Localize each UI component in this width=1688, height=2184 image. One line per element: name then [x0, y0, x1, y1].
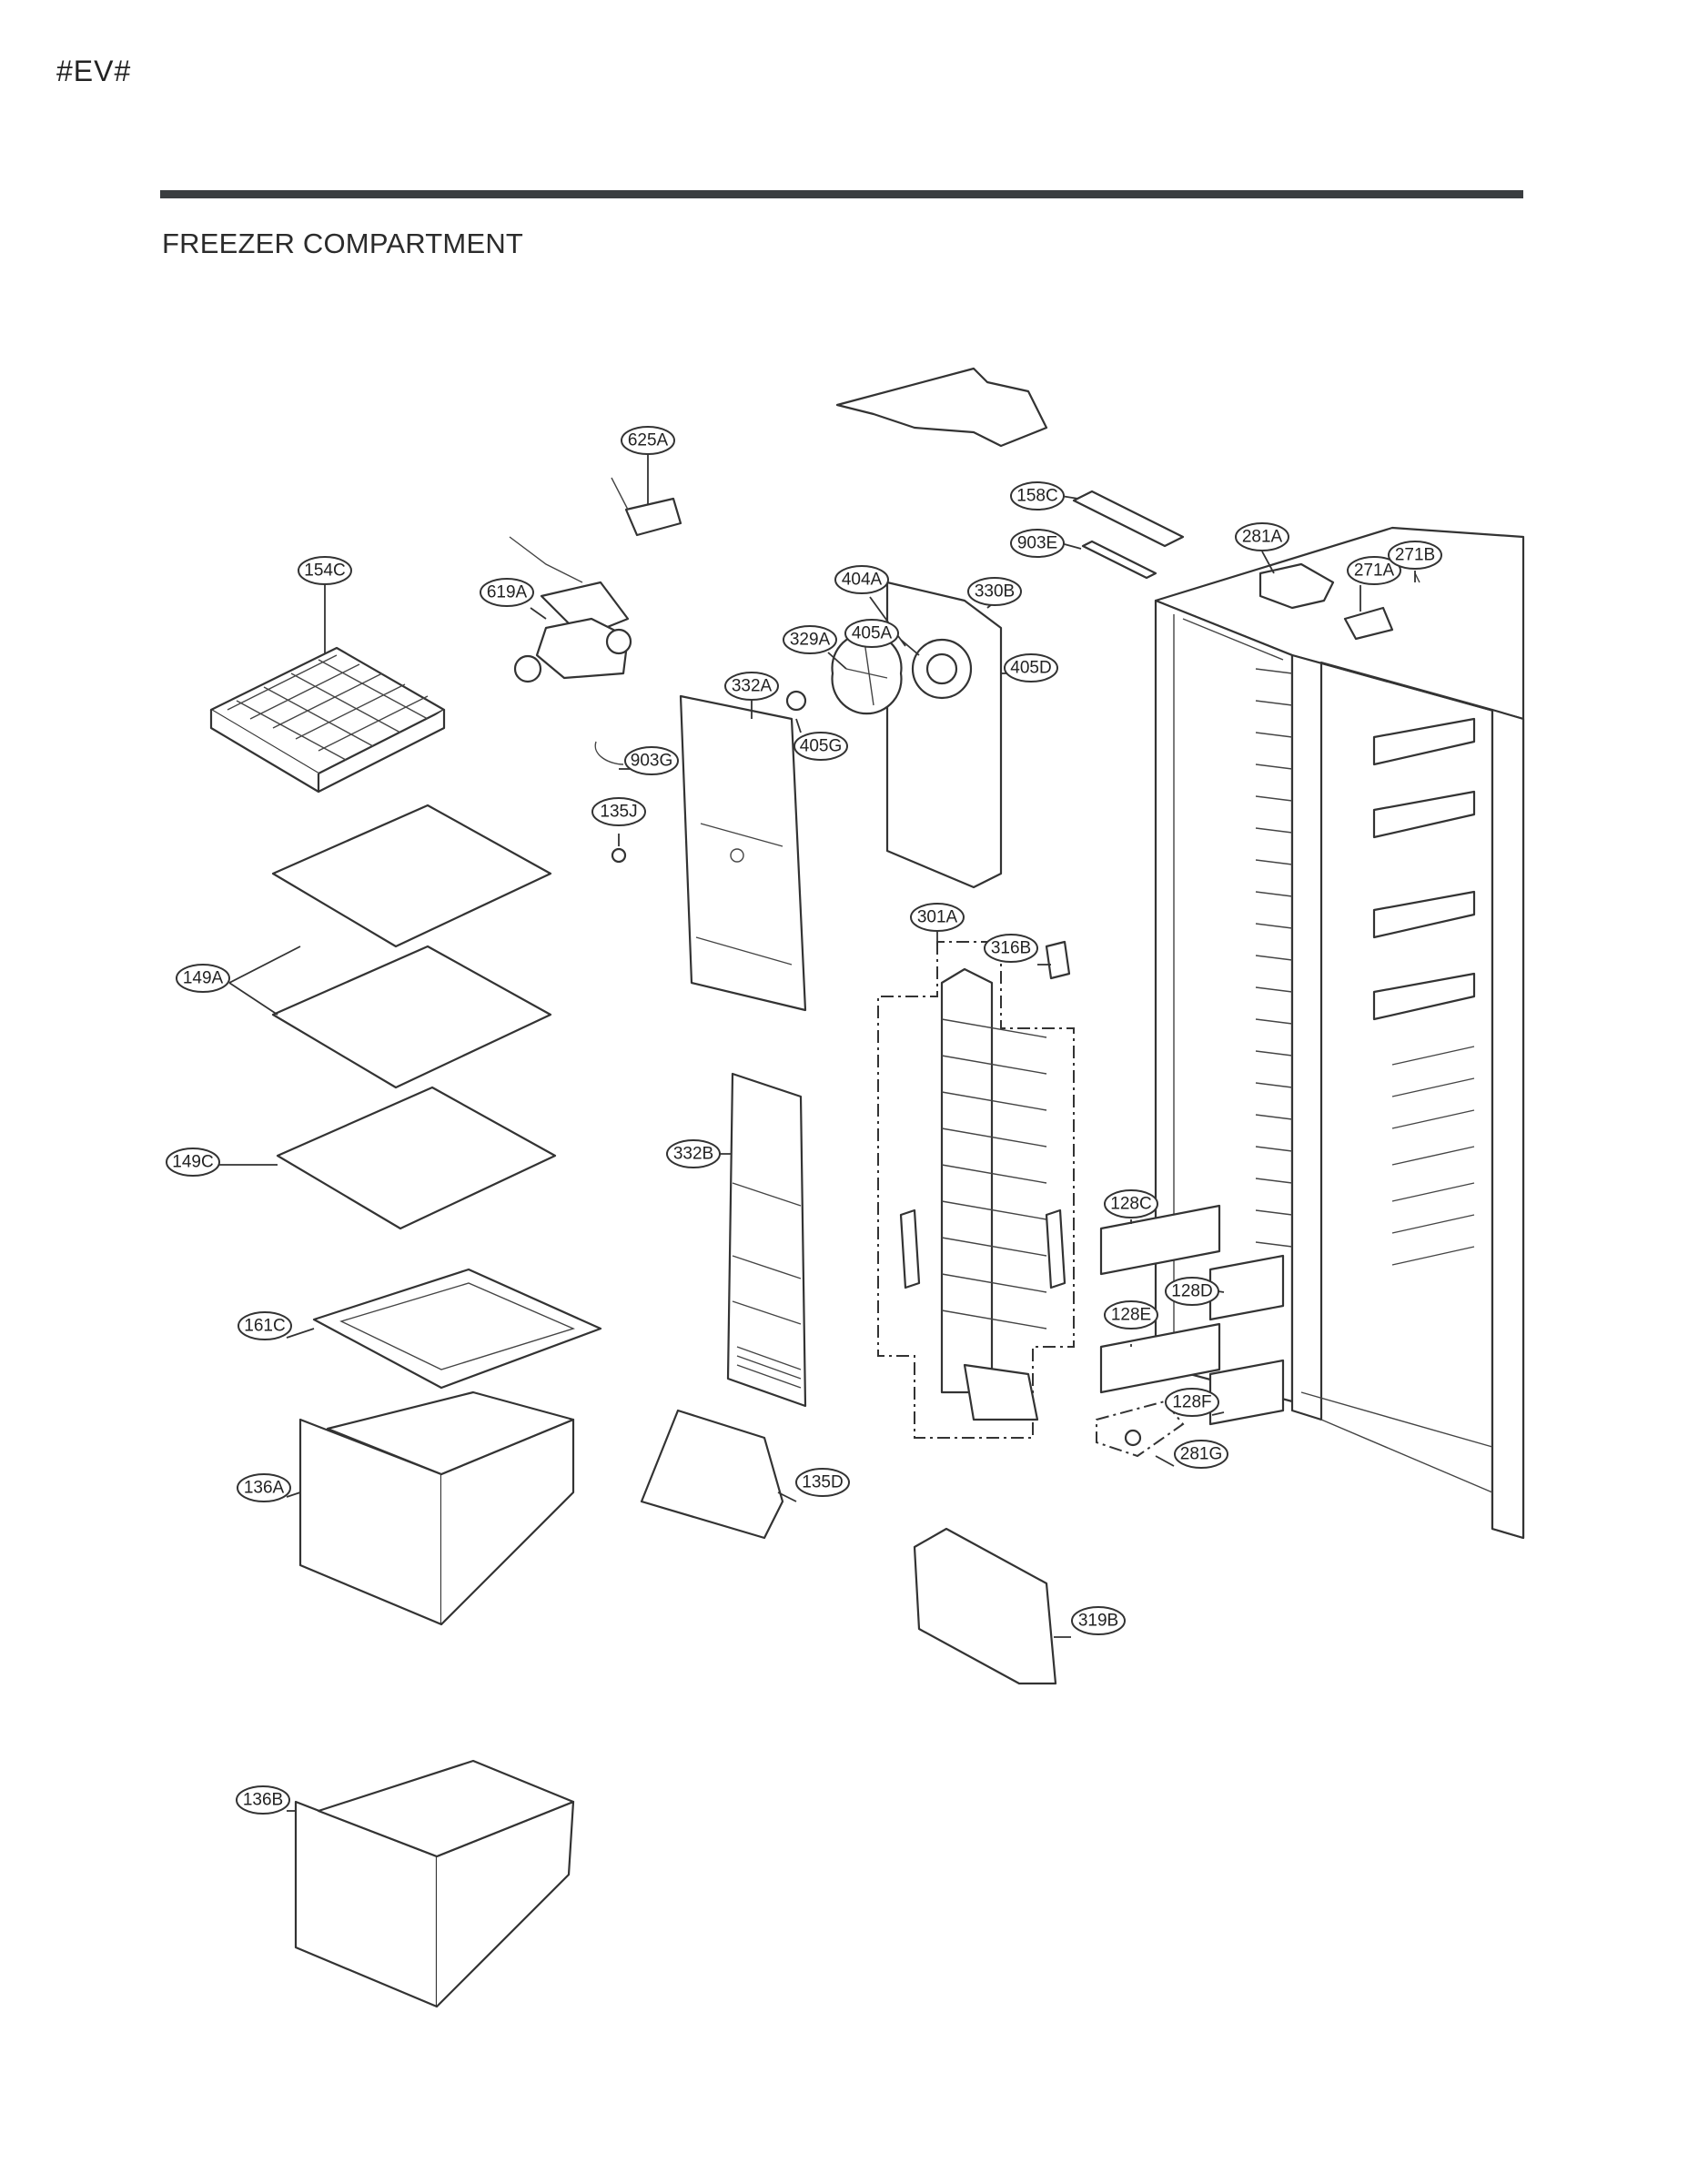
callout-label: 903G	[631, 752, 672, 771]
callout-label: 330B	[975, 582, 1015, 602]
callout-label: 128D	[1171, 1282, 1212, 1301]
callout-label: 149A	[183, 969, 224, 988]
part-callout-404a: 404A	[834, 565, 889, 594]
part-callout-149a: 149A	[176, 964, 230, 993]
evaporator	[877, 940, 1075, 1439]
sensor-module	[624, 497, 682, 537]
damper-bar	[1072, 490, 1185, 548]
callout-label: 271A	[1354, 561, 1395, 581]
small-cap	[611, 847, 627, 864]
part-callout-128c: 128C	[1104, 1189, 1158, 1218]
section-title: FREEZER COMPARTMENT	[162, 228, 524, 259]
leader-lines	[218, 453, 1416, 1812]
top-duct-cover	[835, 367, 1048, 448]
part-callout-405g: 405G	[793, 732, 848, 761]
callout-label: 903E	[1017, 534, 1057, 553]
part-callout-319b: 319B	[1071, 1606, 1126, 1635]
cabinet-rails	[1255, 668, 1476, 1266]
part-callout-281g: 281G	[1174, 1440, 1228, 1469]
part-callout-135j: 135J	[591, 797, 646, 826]
part-callout-154c: 154C	[298, 556, 352, 585]
part-callout-149c: 149C	[166, 1148, 220, 1177]
return-duct	[913, 1527, 1057, 1685]
callout-label: 281G	[1180, 1445, 1222, 1464]
part-callout-158c: 158C	[1010, 481, 1065, 511]
callout-label: 332B	[673, 1145, 713, 1164]
part-callout-271b: 271B	[1388, 541, 1442, 570]
callout-label: 405D	[1010, 659, 1051, 678]
insulation-strip	[1081, 540, 1157, 580]
evaporator-cover-lower	[726, 1072, 807, 1408]
callout-label: 405G	[800, 737, 842, 756]
part-callout-903e: 903E	[1010, 529, 1065, 558]
callout-label: 405A	[852, 624, 893, 643]
part-callout-128f: 128F	[1165, 1388, 1219, 1417]
part-callout-405d: 405D	[1004, 653, 1058, 682]
callout-label: 404A	[842, 571, 883, 590]
part-callout-271a: 271A	[1347, 556, 1401, 585]
part-callout-281a: 281A	[1235, 522, 1289, 551]
part-callout-136a: 136A	[237, 1473, 291, 1502]
freezer-drawer-upper	[298, 1390, 575, 1626]
callout-label: 136A	[244, 1479, 285, 1498]
callout-label: 619A	[487, 583, 528, 602]
part-callout-332b: 332B	[666, 1139, 721, 1168]
drawer-cover	[640, 1409, 784, 1540]
part-callout-316b: 316B	[984, 934, 1038, 963]
part-callout-128d: 128D	[1165, 1277, 1219, 1306]
part-callout-405a: 405A	[844, 619, 899, 648]
header-rule	[160, 190, 1523, 198]
wire-shelf	[209, 646, 446, 794]
callout-label: 316B	[991, 939, 1031, 958]
glass-shelves	[271, 804, 557, 1230]
callout-label: 158C	[1016, 487, 1057, 506]
callout-label: 154C	[304, 561, 345, 581]
callout-label: 128E	[1111, 1306, 1151, 1325]
freezer-drawer-lower	[294, 1759, 575, 2008]
part-callout-136b: 136B	[236, 1785, 290, 1815]
sensor-wire	[594, 741, 624, 765]
callout-label: 625A	[628, 431, 669, 450]
water-valve	[509, 536, 632, 683]
part-callout-625a: 625A	[621, 426, 675, 455]
callout-label: 332A	[732, 677, 773, 696]
part-callout-301a: 301A	[910, 903, 965, 932]
callout-label: 136B	[243, 1791, 283, 1810]
part-callout-332a: 332A	[724, 672, 779, 701]
callout-label: 135J	[600, 803, 637, 822]
freezer-cabinet	[1154, 526, 1525, 1540]
part-callout-161c: 161C	[238, 1311, 292, 1340]
callout-label: 135D	[802, 1473, 843, 1492]
document-code: #EV#	[56, 55, 132, 87]
callout-label: 329A	[790, 631, 831, 650]
fan-assembly	[785, 581, 1003, 889]
callout-label: 128C	[1110, 1195, 1151, 1214]
callout-label: 319B	[1078, 1612, 1118, 1631]
part-callout-330b: 330B	[967, 577, 1022, 606]
ice-tray-frame	[312, 1268, 602, 1390]
part-callout-329a: 329A	[783, 625, 837, 654]
callout-label: 281A	[1242, 528, 1283, 547]
callout-label: 301A	[917, 908, 958, 927]
part-callout-619a: 619A	[480, 578, 534, 607]
drawer-rails	[1099, 1204, 1285, 1426]
part-callout-128e: 128E	[1104, 1300, 1158, 1330]
hinge-group	[1096, 1400, 1185, 1458]
evaporator-cover-upper	[679, 694, 807, 1012]
callout-label: 161C	[244, 1317, 285, 1336]
callout-label: 149C	[172, 1153, 213, 1172]
part-callout-135d: 135D	[795, 1468, 850, 1497]
part-callout-903g: 903G	[624, 746, 679, 775]
callout-label: 128F	[1172, 1393, 1211, 1412]
callout-label: 271B	[1395, 546, 1435, 565]
